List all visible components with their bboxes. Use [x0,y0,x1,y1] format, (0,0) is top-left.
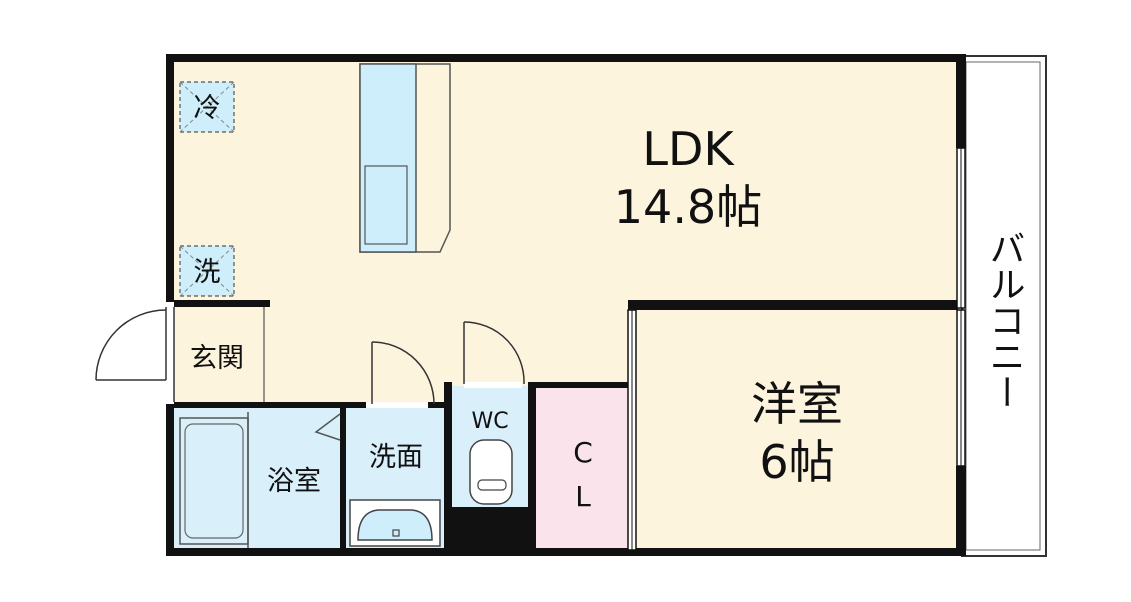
washroom-door [366,341,435,408]
washroom-label: 洗面 [369,442,423,473]
entrance-label: 玄関 [190,343,244,374]
wash-basin [349,499,441,547]
entrance-door [95,302,265,404]
washer-space: 洗 [179,245,235,297]
kitchen-counter [359,63,451,253]
fridge-mark: 冷 [194,93,221,124]
balcony-label: バルコニー [984,230,1025,410]
walls [166,54,966,556]
fridge-space: 冷 [179,81,235,133]
windows [627,147,966,551]
toilet [469,439,513,505]
pipe-space [444,508,536,550]
balcony [961,55,1047,557]
western-room-size: 6帖 [759,435,834,489]
washer-mark: 洗 [194,257,221,288]
wc-label: WC [471,409,508,434]
closet-floor [536,386,628,550]
western-room-floor [632,306,960,550]
closet-label-bottom: L [575,480,591,513]
ldk-floor [172,60,960,310]
closet-label-top: C [573,436,593,469]
western-room-name: 洋室 [751,377,843,431]
wc-door [463,321,525,388]
bath-label: 浴室 [267,466,321,497]
bath-door [247,412,341,548]
ldk-size: 14.8帖 [614,180,762,234]
ldk-name: LDK [642,122,735,176]
